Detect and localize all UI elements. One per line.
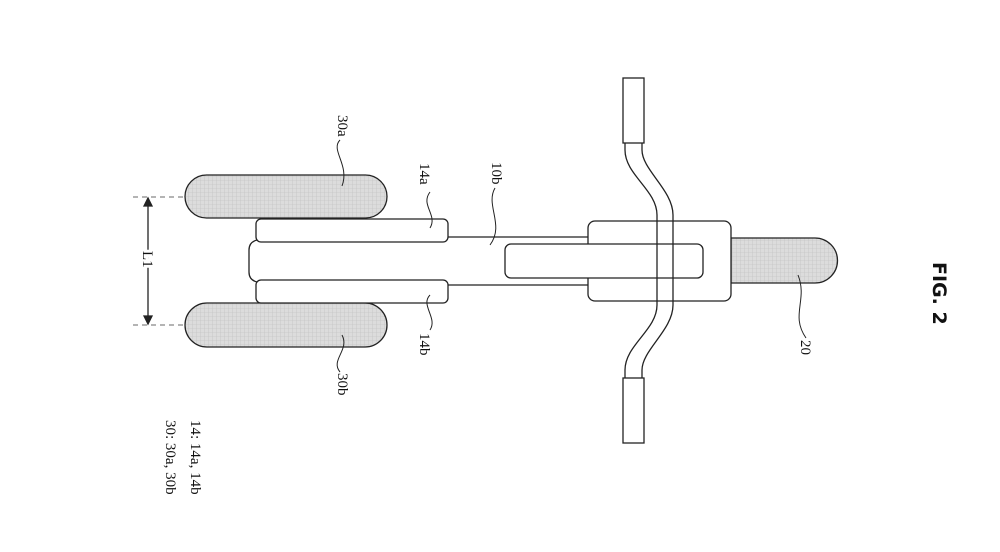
handlebar-grip-bottom (622, 377, 645, 444)
arrowhead-bottom (142, 315, 154, 326)
front-wheel-30a (184, 174, 388, 219)
arrowhead-top (142, 196, 154, 207)
figure-title: FIG. 2 (928, 262, 950, 325)
fork-14a (255, 218, 449, 243)
label-30a: 30a (334, 115, 350, 137)
leader-30b (336, 334, 345, 373)
handlebar-grip-top (622, 77, 645, 144)
seat (504, 243, 704, 279)
label-10b: 10b (488, 162, 504, 185)
rear-wheel-20 (730, 237, 839, 284)
label-30b: 30b (334, 373, 350, 396)
label-14a: 14a (416, 163, 432, 185)
leader-14b (426, 294, 433, 331)
fork-14b (255, 279, 449, 304)
leader-10b (489, 187, 497, 246)
legend-line-30: 30: 30a, 30b (162, 420, 178, 495)
legend-line-14: 14: 14a, 14b (187, 420, 203, 495)
label-14b: 14b (416, 333, 432, 356)
leader-14a (426, 191, 433, 229)
fork-connector (248, 239, 258, 283)
leader-30a (336, 139, 345, 187)
label-20: 20 (797, 340, 813, 355)
leader-20 (797, 274, 807, 339)
front-wheel-30b (184, 302, 388, 348)
label-l1: L1 (139, 251, 155, 268)
